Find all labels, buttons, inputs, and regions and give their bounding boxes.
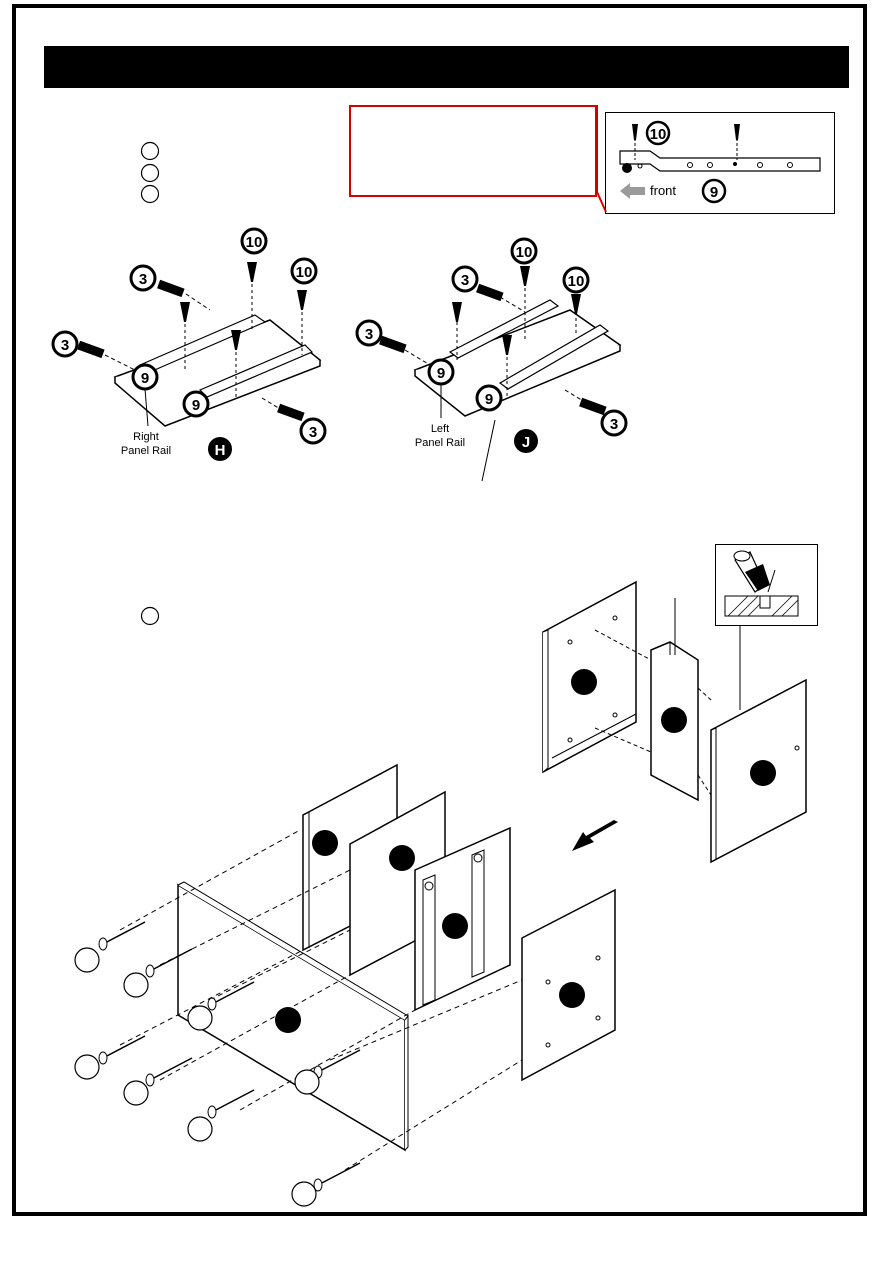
svg-text:9: 9 <box>437 365 445 382</box>
left-panel-rail-label-2: Panel Rail <box>415 437 465 449</box>
svg-text:3: 3 <box>139 271 147 288</box>
front-label: front <box>650 183 676 198</box>
step-header-bar <box>44 46 849 88</box>
svg-text:3: 3 <box>61 337 69 354</box>
left-panel-rail-label-1: Left <box>431 423 449 435</box>
panel-j-label: J <box>522 434 530 451</box>
hardware-list-top <box>140 141 160 204</box>
long-screws <box>102 921 361 1186</box>
svg-text:10: 10 <box>568 273 585 290</box>
right-panel-rail-label-1: Right <box>133 431 159 443</box>
carcass-assembly <box>119 763 616 1171</box>
screw-heads <box>98 937 323 1192</box>
svg-text:10: 10 <box>516 244 533 261</box>
part-9-label: 9 <box>710 184 718 201</box>
svg-text:10: 10 <box>246 234 263 251</box>
right-panel-rail-label-2: Panel Rail <box>121 445 171 457</box>
panel-h-drawing: 10 10 3 3 3 9 9 Right Panel Rail H <box>51 227 327 461</box>
svg-text:3: 3 <box>309 424 317 441</box>
svg-text:9: 9 <box>141 370 149 387</box>
svg-text:3: 3 <box>365 326 373 343</box>
svg-text:9: 9 <box>485 391 493 408</box>
panel-h-label: H <box>215 442 226 459</box>
rail-inset-drawing: 10 front 9 <box>619 120 821 204</box>
svg-text:9: 9 <box>192 397 200 414</box>
part-10-label: 10 <box>650 126 667 143</box>
panel-j-drawing: 10 10 3 3 3 9 9 Left Panel Rail J <box>355 237 628 482</box>
svg-text:3: 3 <box>610 416 618 433</box>
page-frame <box>12 4 867 1216</box>
svg-text:3: 3 <box>461 272 469 289</box>
glue-tool-drawing <box>724 550 799 710</box>
glue-tool-inset <box>715 544 818 626</box>
upper-panel-group <box>542 580 807 864</box>
hardware-list-bottom <box>140 606 160 626</box>
rail-orientation-inset <box>605 112 835 214</box>
screw-callout-circles <box>74 947 320 1207</box>
svg-text:10: 10 <box>296 264 313 281</box>
